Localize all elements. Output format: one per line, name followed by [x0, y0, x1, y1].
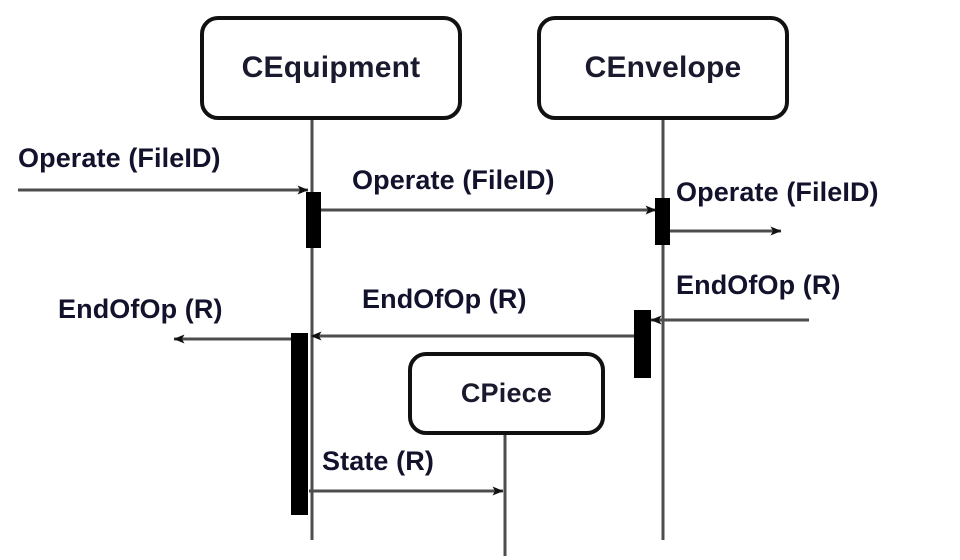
activation-bar-act-equipment-1	[306, 192, 321, 248]
message-label-msg-endofop-inbound-right: EndOfOp (R)	[676, 270, 841, 300]
message-label-msg-state: State (R)	[322, 446, 434, 476]
messages-group	[18, 185, 809, 496]
activation-bar-act-equipment-2	[291, 333, 308, 515]
message-label-msg-endofop-envelope-to-equipment: EndOfOp (R)	[362, 284, 527, 314]
participant-label-cequipment: CEquipment	[241, 51, 421, 84]
message-label-msg-operate-inbound: Operate (FileID)	[18, 143, 221, 173]
message-label-msg-operate-equipment-to-envelope: Operate (FileID)	[352, 165, 555, 195]
activations-group	[291, 192, 670, 515]
participant-box-cequipment[interactable]: CEquipment	[200, 16, 462, 120]
participant-label-cenvelope: CEnvelope	[584, 51, 742, 84]
message-label-msg-operate-outbound: Operate (FileID)	[676, 177, 879, 207]
participant-label-cpiece: CPiece	[460, 378, 553, 408]
participant-box-cenvelope[interactable]: CEnvelope	[537, 16, 789, 120]
message-label-msg-endofop-outbound-left: EndOfOp (R)	[58, 294, 223, 324]
lifelines-group	[310, 120, 665, 556]
participant-box-cpiece[interactable]: CPiece	[408, 352, 605, 435]
activation-bar-act-envelope-1	[655, 198, 670, 245]
activation-bar-act-envelope-2	[634, 310, 651, 378]
